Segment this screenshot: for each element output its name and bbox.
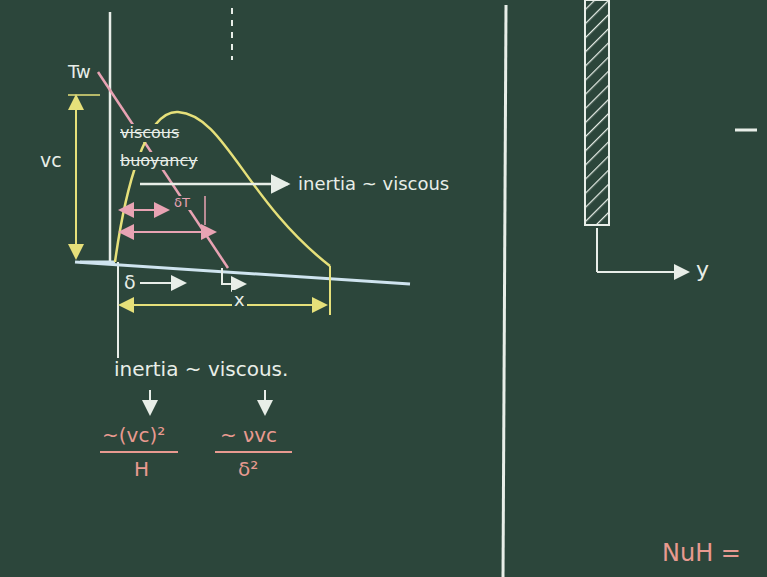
struck-term: viscous xyxy=(118,124,181,142)
viscous-scale: ~ νvc xyxy=(218,424,279,446)
thermal-thickness: δT xyxy=(172,196,192,210)
wall-temperature: Tw xyxy=(66,62,93,82)
nusselt-number: NuH = xyxy=(660,540,743,566)
height-symbol: H xyxy=(132,458,151,480)
balance-note: inertia ~ viscous. xyxy=(112,358,290,380)
balance-note: inertia ~ viscous xyxy=(296,174,451,194)
struck-term: buoyancy xyxy=(118,152,200,170)
thickness-squared: δ² xyxy=(236,458,260,480)
inertia-scale: ~(vc)² xyxy=(100,424,167,446)
axis-label: x xyxy=(232,290,247,310)
axis-label: y xyxy=(694,258,711,282)
layer-thickness: δ xyxy=(122,272,138,293)
velocity-scale: vc xyxy=(38,150,64,171)
